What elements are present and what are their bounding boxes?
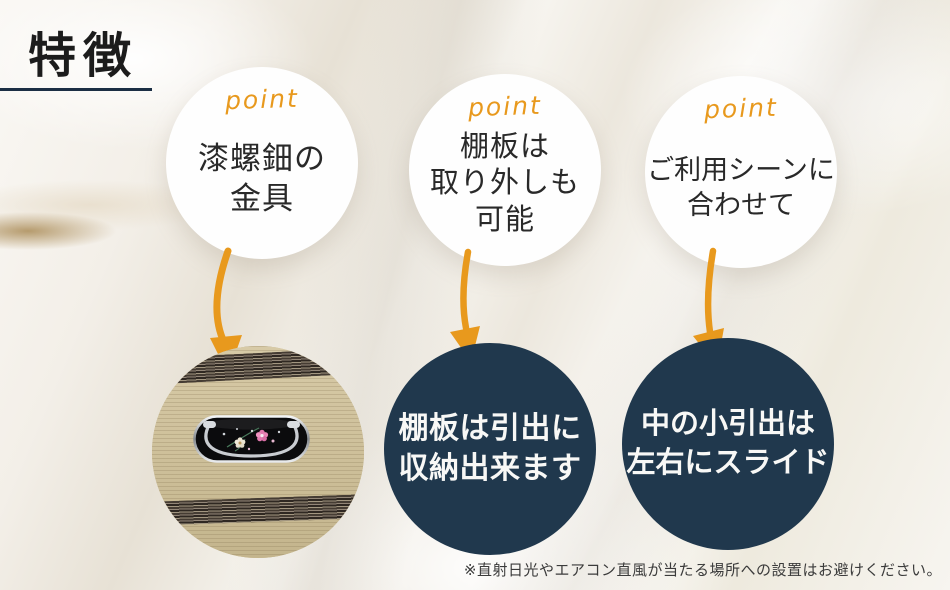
point-label: point — [703, 92, 779, 125]
white-flower-inlay — [234, 437, 246, 448]
point-text-line: 可能 — [474, 203, 535, 236]
point-text-line: ご利用シーンに — [647, 155, 835, 186]
result-circle-shelf-storage: 棚板は引出に 収納出来ます — [384, 343, 596, 555]
result-text: 中の小引出は 左右にスライド — [626, 405, 829, 483]
point-text: 棚板は 取り外しも 可能 — [430, 117, 580, 266]
result-text-line: 中の小引出は — [640, 407, 815, 440]
point-circle-scene: point ご利用シーンに 合わせて — [645, 76, 837, 268]
result-text-line: 左右にスライド — [626, 447, 830, 479]
result-text-line: 棚板は引出に — [398, 411, 582, 445]
result-text-line: 収納出来ます — [398, 452, 582, 485]
point-label: point — [224, 83, 300, 116]
mother-of-pearl-handle-icon — [193, 415, 310, 463]
point-text-line: 棚板は — [459, 130, 550, 163]
point-text-line: 合わせて — [687, 189, 795, 220]
footnote: ※直射日光やエアコン直風が当たる場所への設置はお避けください。 — [463, 562, 942, 579]
result-text: 棚板は引出に 収納出来ます — [399, 409, 582, 490]
drawer-handle-photo — [152, 346, 364, 558]
point-label: point — [467, 90, 543, 123]
point-text: ご利用シーンに 合わせて — [647, 123, 835, 268]
point-circle-hardware: point 漆螺鈿の 金具 — [166, 67, 358, 259]
result-circle-slide-drawer: 中の小引出は 左右にスライド — [622, 338, 834, 550]
point-circle-shelf: point 棚板は 取り外しも 可能 — [409, 74, 601, 266]
point-text-line: 漆螺鈿の — [198, 141, 326, 177]
point-text-line: 金具 — [230, 180, 294, 216]
point-text-line: 取り外しも — [429, 167, 580, 200]
page-title: 特徴 — [28, 30, 139, 83]
pink-flower-inlay — [255, 429, 269, 442]
point-text: 漆螺鈿の 金具 — [198, 114, 326, 259]
title-underline — [0, 88, 152, 91]
